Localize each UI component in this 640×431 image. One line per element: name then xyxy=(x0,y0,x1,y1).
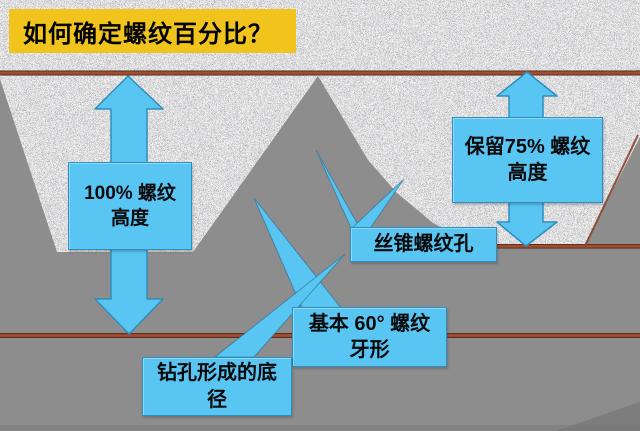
label-basic-60-thread-form: 基本 60° 螺纹 牙形 xyxy=(292,307,447,367)
thread-flank-edge-line xyxy=(584,134,639,247)
label-line: 丝锥螺纹孔 xyxy=(373,233,474,256)
label-line: 基本 60° 螺纹 xyxy=(308,312,431,335)
label-line: 保留75% 螺纹 xyxy=(464,135,591,158)
label-drill-formed-root-diameter: 钻孔形成的底 径 xyxy=(142,357,292,416)
minor-diameter-line-75 xyxy=(470,244,640,249)
label-line: 径 xyxy=(207,388,227,411)
corner-shade xyxy=(556,402,640,431)
crest-diameter-line xyxy=(0,70,640,76)
label-line: 高度 xyxy=(110,208,149,229)
label-full-thread-height: 100% 螺纹 高度 xyxy=(68,162,192,250)
slide-title-text: 如何确定螺纹百分比？ xyxy=(23,20,273,48)
label-line: 牙形 xyxy=(349,339,390,361)
label-retained-75-thread-height: 保留75% 螺纹 高度 xyxy=(452,117,603,203)
label-line: 钻孔形成的底 xyxy=(157,362,277,385)
label-line: 100% 螺纹 xyxy=(84,182,176,204)
bottom-shade xyxy=(0,425,640,431)
slide-title: 如何确定螺纹百分比？ xyxy=(9,9,296,53)
label-line: 高度 xyxy=(507,162,548,184)
label-tap-threaded-hole: 丝锥螺纹孔 xyxy=(350,227,497,262)
